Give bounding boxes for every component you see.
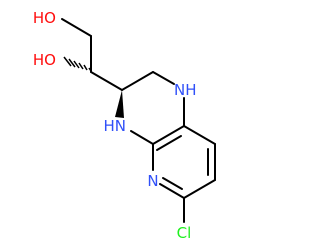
bond-choh-c3 — [90, 71, 123, 91]
bond-c7-c6 — [183, 179, 216, 199]
bond-o1-ch2 — [61, 18, 92, 37]
wedge-bond-c3-hn — [115, 90, 124, 118]
atom-label-hn-low: HN — [104, 117, 127, 135]
atom-label-oh-top: HO — [33, 9, 56, 27]
atom-label-oh-mid: HO — [33, 51, 56, 69]
bond-c2-nh — [152, 71, 175, 85]
bond-c3-c2 — [121, 71, 154, 91]
atom-label-n-ring: N — [147, 172, 158, 190]
bond-c4a-c8a-double — [156, 135, 182, 151]
bond-c6-n5 — [159, 183, 185, 199]
bond-c6-n5-double — [162, 177, 183, 190]
bond-hn-c4a — [130, 130, 154, 145]
atom-labels: HO HO NH HN N Cl — [33, 9, 197, 242]
bond-lines — [61, 18, 216, 223]
bond-c8a-c8 — [183, 125, 216, 145]
bond-c4a-c8a — [152, 125, 185, 145]
hashed-wedge-bond-oh — [63, 56, 92, 72]
atom-label-nh-top: NH — [174, 81, 197, 99]
molecule-structure: HO HO NH HN N Cl — [33, 9, 216, 242]
atom-label-cl: Cl — [177, 224, 192, 242]
